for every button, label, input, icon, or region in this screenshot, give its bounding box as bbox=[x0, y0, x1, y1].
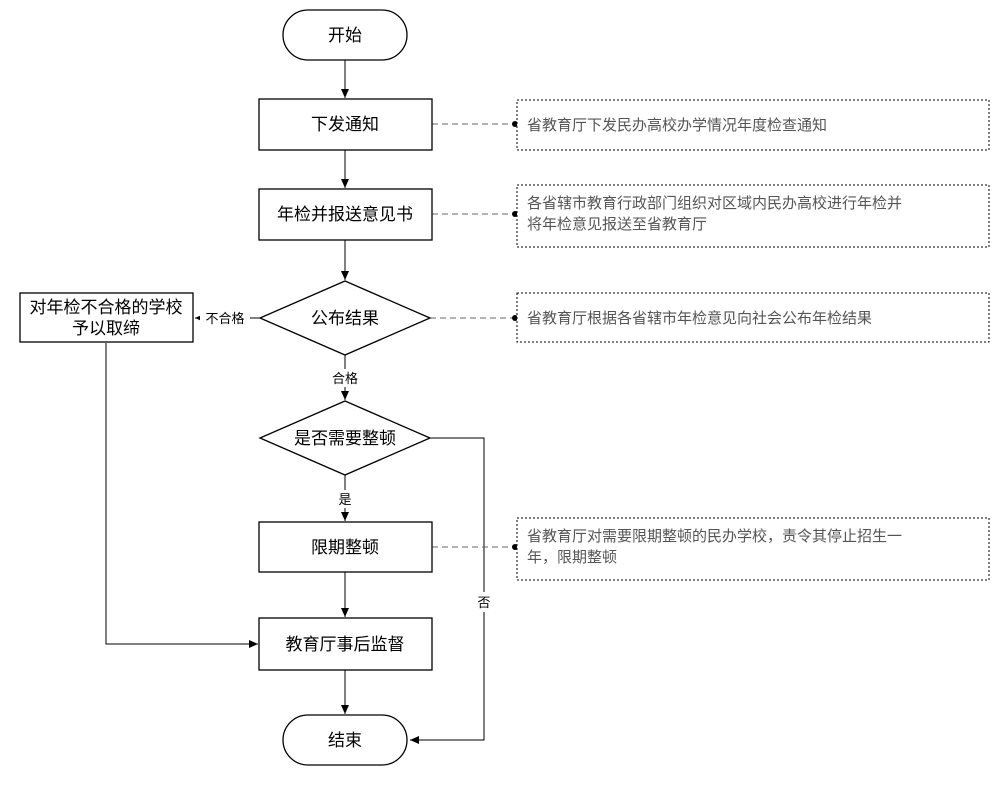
edge-label-no: 否 bbox=[477, 596, 490, 611]
note-inspect-box bbox=[516, 184, 990, 248]
revoke-node bbox=[19, 292, 194, 343]
inspect-report-label: 年检并报送意见书 bbox=[277, 205, 413, 225]
note-issue-line1: 省教育厅下发民办高校办学情况年度检查通知 bbox=[527, 116, 827, 134]
yes-label-bg bbox=[335, 490, 355, 508]
edge-revoke-supervise bbox=[105, 343, 258, 648]
end-label: 结束 bbox=[328, 731, 362, 751]
pass-label-bg bbox=[325, 369, 365, 387]
start-node bbox=[282, 9, 408, 61]
issue-notice-label: 下发通知 bbox=[311, 115, 379, 135]
edge-label-pass: 合格 bbox=[332, 371, 358, 387]
revoke-label-line1: 对年检不合格的学校 bbox=[30, 298, 183, 318]
publish-result-label: 公布结果 bbox=[311, 309, 379, 329]
rectify-label: 限期整顿 bbox=[311, 538, 379, 558]
note-inspect-line1: 各省辖市教育行政部门组织对区域内民办高校进行年检并 bbox=[527, 194, 902, 212]
revoke-label-line2: 予以取缔 bbox=[72, 319, 140, 339]
publish-result-node bbox=[258, 280, 432, 356]
fail-label-bg bbox=[200, 309, 250, 327]
note-rectify-box bbox=[516, 517, 990, 581]
note-inspect-line2: 将年检意见报送至省教育厅 bbox=[527, 215, 707, 233]
note-rectify-line1: 省教育厅对需要限期整顿的民办学校，责令其停止招生一 bbox=[527, 527, 902, 545]
note-publish-box bbox=[516, 292, 990, 343]
start-label: 开始 bbox=[328, 26, 362, 46]
no-label-bg bbox=[474, 592, 494, 612]
need-rectify-node bbox=[258, 400, 432, 476]
edge-need-end-no bbox=[410, 437, 485, 744]
edge-label-yes: 是 bbox=[338, 493, 351, 508]
inspect-report-node bbox=[258, 188, 433, 241]
rectify-node bbox=[258, 521, 433, 573]
note-publish-line1: 省教育厅根据各省辖市年检意见向社会公布年检结果 bbox=[527, 309, 872, 327]
edge-label-fail: 不合格 bbox=[205, 311, 244, 327]
issue-notice-node bbox=[258, 98, 433, 151]
supervise-label: 教育厅事后监督 bbox=[286, 635, 405, 655]
note-rectify-line2: 年，限期整顿 bbox=[527, 548, 617, 566]
end-node bbox=[282, 714, 408, 766]
need-rectify-label: 是否需要整顿 bbox=[294, 429, 396, 449]
note-issue-box bbox=[516, 99, 990, 151]
supervise-node bbox=[258, 617, 433, 671]
